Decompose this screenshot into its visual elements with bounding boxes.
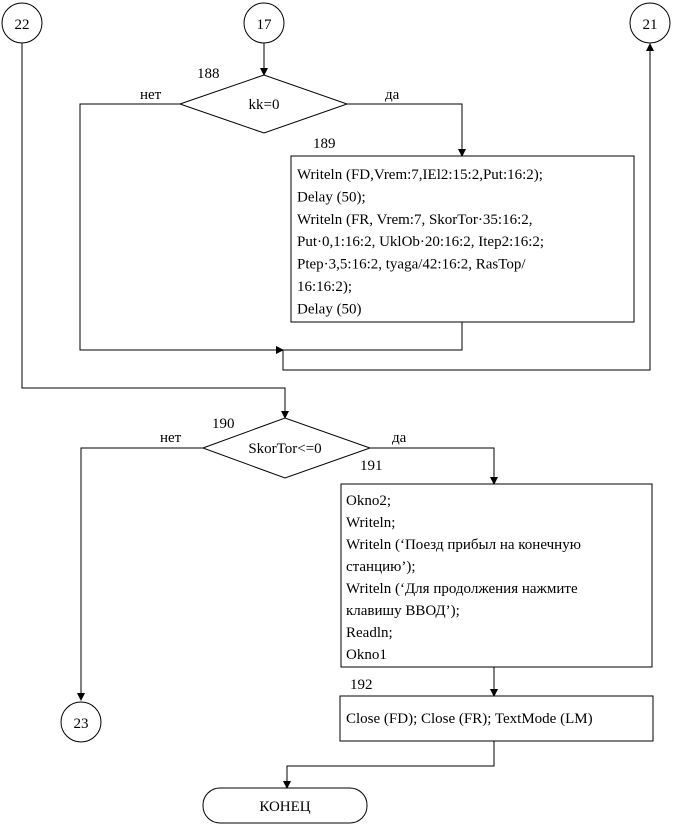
edge-189-out [283,322,463,351]
connector-21: 21 [629,2,671,44]
decision-190-no-label: нет [160,430,182,446]
decision-188-no-label: нет [140,87,162,103]
terminal-end-label: КОНЕЦ [259,799,310,815]
connector-23: 23 [60,701,102,743]
process-block-189: Writeln (FD,Vrem:7,IEl2:15:2,Put:16:2); D… [290,155,635,323]
edge-192-to-end [283,741,495,789]
edge-22-to-190 [21,43,289,419]
block-189-line: Delay (50) [297,301,362,317]
block-189-line: Writeln (FR, Vrem:7, SkorTor·35:16:2, [297,212,532,228]
process-block-192: Close (FD); Close (FR); TextMode (LM) [339,695,654,742]
decision-190-number: 190 [212,416,235,432]
edge-190-no-to-23 [77,447,203,701]
decision-190: SkorTor<=0 [201,417,372,479]
decision-190-condition: SkorTor<=0 [248,441,321,457]
decision-188-condition: kk=0 [249,97,280,113]
block-191-line: клавишу ВВОД’); [346,603,460,619]
edge-188-no [79,103,284,354]
connector-22: 22 [1,2,43,44]
decision-188-yes-label: да [385,87,400,103]
block-189-line: Writeln (FD,Vrem:7,IEl2:15:2,Put:16:2); [297,167,543,183]
edge-190-yes-to-191 [370,447,498,485]
block-192-number: 192 [350,677,373,693]
block-189-line: Delay (50); [297,189,366,205]
process-block-191: Okno2; Writeln; Writeln (‘Поезд прибыл на … [340,483,653,668]
block-191-line: Writeln (‘Для продолжения нажмите [346,581,578,597]
connector-17-label: 17 [257,17,273,33]
block-191-line: Okno2; [346,493,391,509]
terminal-end: КОНЕЦ [202,787,368,824]
decision-188: kk=0 [178,74,349,134]
connector-22-label: 22 [15,17,30,33]
block-189-line: Put·0,1:16:2, UklOb·20:16:2, Itep2:16:2; [297,234,544,250]
edge-to-21 [282,43,654,371]
block-189-line: Ptep·3,5:16:2, tyaga/42:16:2, RasTop/ [297,257,526,273]
block-192-text: Close (FD); Close (FR); TextMode (LM) [346,711,593,727]
block-191-line: Writeln; [346,515,395,531]
connector-21-label: 21 [643,17,658,33]
block-191-line: Readln; [346,625,393,641]
block-191-line: Writeln (‘Поезд прибыл на конечную [346,537,581,553]
block-191-line: Okno1 [346,647,387,663]
block-191-number: 191 [360,458,383,474]
block-191-line: станцию’); [346,559,416,575]
decision-188-number: 188 [197,66,220,82]
edge-188-yes-to-189 [347,103,466,157]
connector-17: 17 [243,2,285,44]
connector-23-label: 23 [74,716,89,732]
block-189-line: 16:16:2); [297,279,352,295]
decision-190-yes-label: да [392,430,407,446]
block-189-number: 189 [313,136,336,152]
